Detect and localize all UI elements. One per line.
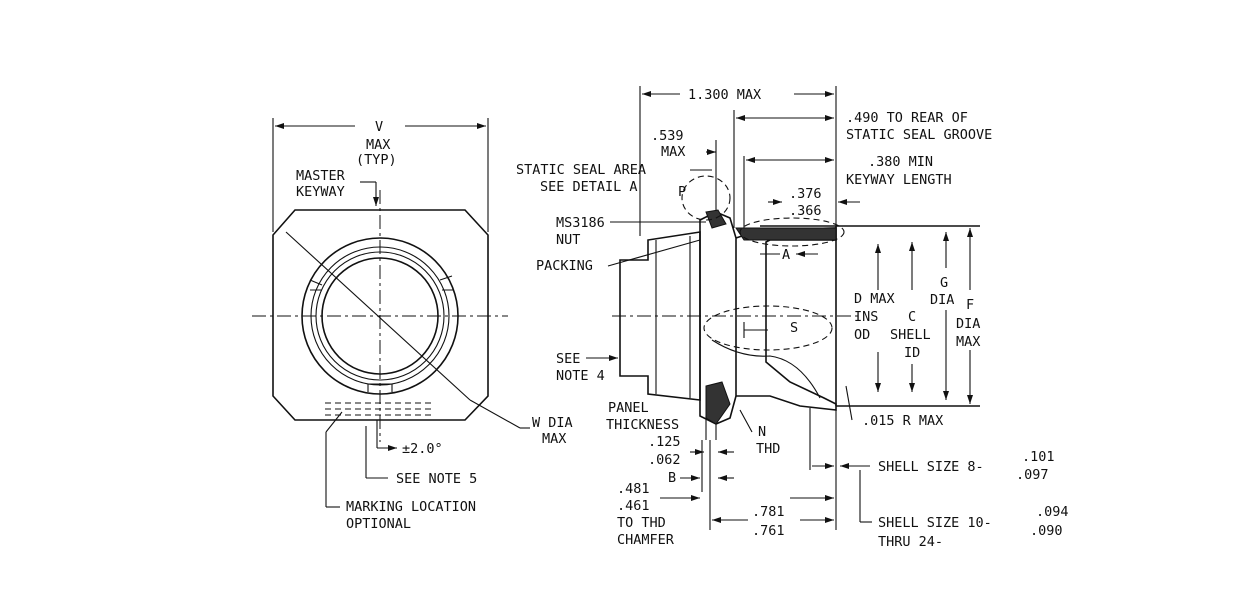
g-dia-label: DIA [930,292,954,308]
keyway-notch-bottom [367,383,393,392]
w-max-label: MAX [542,431,566,447]
v-max-label: MAX [366,137,390,153]
ring-2 [310,246,450,386]
keyway-notch-left [309,279,323,291]
dim-490-label-a: .490 TO REAR OF [846,110,968,126]
panel-label: PANEL [608,400,649,416]
a-label: A [782,247,790,263]
dim-062: .062 [648,452,681,468]
packing-leader [607,239,701,267]
optional-label: OPTIONAL [346,516,411,532]
dim-380-label-a: .380 MIN [868,154,933,170]
chamfer-label: CHAMFER [617,532,675,548]
f-max-label: MAX [956,334,980,350]
shell8-label: SHELL SIZE 8- [878,459,984,475]
n-leader [739,409,753,433]
thd-label: THD [756,441,780,457]
static-seal-a: STATIC SEAL AREA [516,162,646,178]
shell8-upper: .101 [1022,449,1055,465]
to-thd-label: TO THD [617,515,666,531]
ring-3 [315,251,445,381]
nut-label: NUT [556,232,580,248]
packing-label: PACKING [536,258,593,274]
shell8-lower: .097 [1016,467,1049,483]
v-label: V [375,119,383,135]
dim-539-label: .539 [651,128,684,144]
radius-leader [845,385,853,421]
s-label: S [790,320,798,336]
outer-ring [301,237,459,395]
marking-label: MARKING LOCATION [346,499,476,515]
dim-481: .481 [617,481,650,497]
insert-curve [711,339,821,399]
keyway-label: KEYWAY [296,184,345,200]
see-note4-b: NOTE 4 [556,368,605,384]
dim-539-max: MAX [661,144,685,160]
master-label: MASTER [296,168,346,184]
w-dia-leader [469,399,521,429]
shell10-label: SHELL SIZE 10- [878,515,992,531]
thickness-label: THICKNESS [606,417,679,433]
see-note5-label: SEE NOTE 5 [396,471,477,487]
radius-label: .015 R MAX [862,413,943,429]
dim-461: .461 [617,498,650,514]
dim-125: .125 [648,434,681,450]
keyway-hatch [735,227,837,241]
w-dia-diagonal [285,231,471,401]
detail-a-ellipse [739,217,845,247]
dim-1300-label: 1.300 MAX [688,87,761,103]
flange-outline [272,209,489,421]
angle-label: ±2.0° [402,441,443,457]
id-label: ID [904,345,920,361]
thru24-label: THRU 24- [878,534,943,550]
static-seal-b: SEE DETAIL A [540,179,638,195]
ms3186-label: MS3186 [556,215,605,231]
marking-leader-diag [325,411,343,433]
dim-366: .366 [789,203,822,219]
inner-ring [321,257,439,375]
see-note4-a: SEE [556,351,580,367]
g-label: G [940,275,948,291]
dim-781: .781 [752,504,785,520]
shell10-upper: .094 [1036,504,1069,520]
shell10-lower: .090 [1030,523,1063,539]
dim-380-label-b: KEYWAY LENGTH [846,172,952,188]
detail-p-ellipse [681,175,731,221]
nut-hatch-top [705,209,727,229]
detail-s-ellipse [703,305,833,351]
n-label: N [758,424,766,440]
dim-376: .376 [789,186,822,202]
b-label: B [668,470,676,486]
c-label: C [908,309,916,325]
w-dia-label: W DIA [532,415,573,431]
keyway-notch-right [439,275,454,291]
front-view: V MAX (TYP) MASTER KEYWAY W DIA MAX ±2.0… [252,118,573,532]
dim-490-label-b: STATIC SEAL GROOVE [846,127,992,143]
nut-hatch-bottom [705,381,731,425]
f-label: F [966,297,974,313]
dim-761: .761 [752,523,785,539]
f-dia-label: DIA [956,316,980,332]
side-view: 1.300 MAX .490 TO REAR OF STATIC SEAL GR… [516,86,1069,550]
d-max-label: D MAX [854,291,895,307]
shell-label: SHELL [890,327,931,343]
p-label: P [678,184,686,200]
ins-label: INS [854,309,878,325]
v-typ-label: (TYP) [356,152,397,168]
od-label: OD [854,327,870,343]
